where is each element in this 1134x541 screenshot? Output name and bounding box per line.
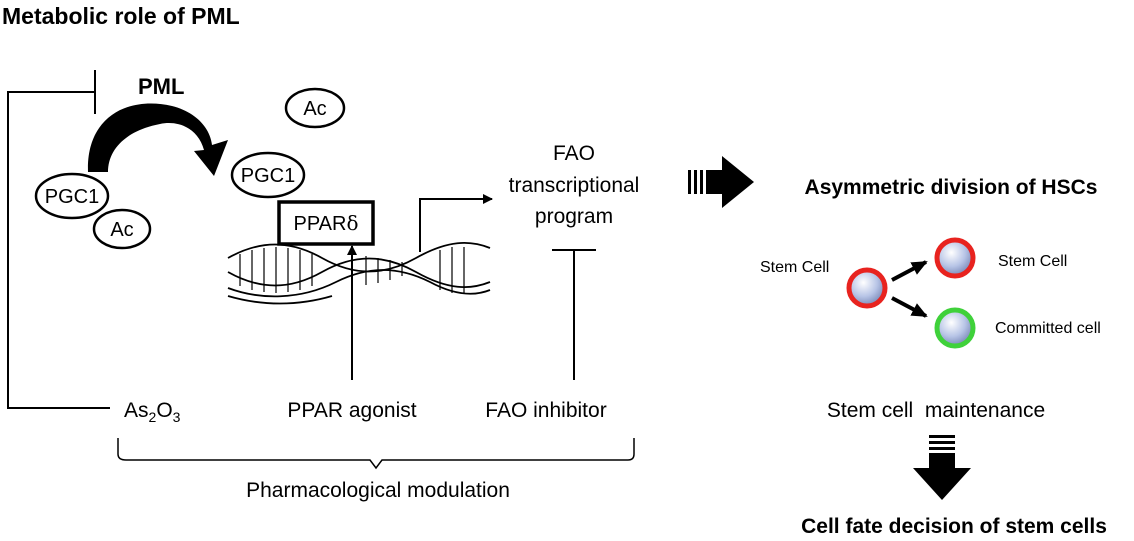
to-asymmetric-division-arrow [688, 156, 754, 208]
pharmacological-modulation-label: Pharmacological modulation [246, 479, 510, 502]
parent-stem-cell [846, 267, 888, 309]
svg-text:FAO: FAO [553, 142, 595, 165]
division-arrow-down [891, 296, 928, 318]
cell-fate-heading: Cell fate decision of stem cells [801, 515, 1107, 538]
svg-text:PGC1: PGC1 [45, 186, 99, 208]
svg-text:Ac: Ac [303, 98, 326, 120]
fao-inhibitor-label: FAO inhibitor [485, 399, 606, 422]
to-cell-fate-arrow [913, 435, 971, 500]
modulation-brace [117, 438, 635, 470]
asymmetric-division-heading: Asymmetric division of HSCs [805, 176, 1098, 199]
svg-text:Ac: Ac [110, 219, 133, 241]
svg-text:PPARδ: PPARδ [293, 211, 358, 235]
pgc1-left: PGC1 [34, 172, 110, 220]
pml-curved-arrow [87, 103, 228, 176]
pml-label: PML [138, 74, 184, 99]
diagram-title: Metabolic role of PML [2, 3, 240, 29]
division-arrow-up [891, 260, 928, 282]
committed-cell [934, 307, 976, 349]
as2o3-label: As2O3 [124, 399, 181, 425]
transcription-arrow [419, 194, 493, 252]
fao-transcriptional-program: FAO transcriptional program [509, 142, 640, 228]
parent-stem-cell-label: Stem Cell [760, 259, 829, 276]
daughter-stem-cell [934, 237, 976, 279]
ppar-delta-box: PPARδ [277, 200, 375, 246]
fao-inhibitor-line [552, 249, 596, 380]
dna-helix [227, 242, 491, 305]
committed-cell-label: Committed cell [995, 320, 1101, 337]
svg-text:program: program [535, 205, 613, 228]
svg-text:PGC1: PGC1 [241, 165, 295, 187]
ppar-agonist-label: PPAR agonist [287, 399, 416, 422]
acetyl-group-left: Ac [92, 208, 152, 250]
daughter-stem-cell-label: Stem Cell [998, 253, 1067, 270]
acetyl-group-top: Ac [284, 87, 346, 129]
pgc1-right: PGC1 [230, 151, 306, 199]
svg-text:transcriptional: transcriptional [509, 174, 640, 197]
as2o3-inhibition-line [7, 70, 110, 409]
stem-cell-maintenance-label: Stem cell maintenance [827, 399, 1045, 422]
